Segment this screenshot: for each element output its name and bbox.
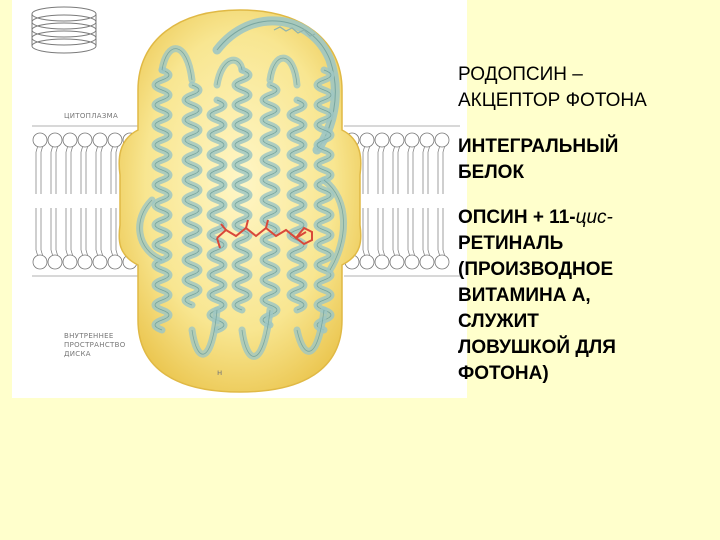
intradisc-label-2: ПРОСТРАНСТВО (64, 341, 126, 349)
caption-integral-line-2: БЕЛОК (458, 162, 525, 183)
caption-rhodopsin-line-1: РОДОПСИН – (458, 64, 583, 85)
cytoplasm-label: ЦИТОПЛАЗМА (64, 112, 119, 120)
caption-integral-protein: ИНТЕГРАЛЬНЫЙ БЕЛОК (458, 134, 714, 186)
disc-stack-icon (31, 6, 97, 54)
caption-opsin-bold: ОПСИН + 11- (458, 207, 576, 228)
caption-opsin-line-4: ВИТАМИНА А, (458, 285, 591, 306)
caption-integral-line-1: ИНТЕГРАЛЬНЫЙ (458, 136, 619, 157)
rhodopsin-diagram: н (31, 6, 460, 393)
n-terminus-squiggle (273, 26, 316, 37)
caption-rhodopsin-line-2: АКЦЕПТОР ФОТОНА (458, 90, 647, 111)
caption-opsin-line-7: ФОТОНА) (458, 363, 549, 384)
intradisc-label-3: ДИСКА (64, 350, 91, 358)
caption-rhodopsin: РОДОПСИН – АКЦЕПТОР ФОТОНА (458, 62, 714, 114)
retinal-molecule (216, 219, 313, 249)
membrane-right (344, 125, 460, 277)
caption-opsin-line-3: (ПРОИЗВОДНОЕ (458, 259, 614, 280)
caption-opsin-italic: цис- (575, 207, 613, 228)
caption-opsin-line-5: СЛУЖИТ (458, 311, 539, 332)
caption-opsin-retinal: ОПСИН + 11-цис- РЕТИНАЛЬ (ПРОИЗВОДНОЕ ВИ… (458, 205, 714, 387)
c-terminus-mark: н (217, 368, 222, 377)
caption-opsin-line-1: ОПСИН + 11-цис- (458, 205, 714, 231)
caption-opsin-line-6: ЛОВУШКОЙ ДЛЯ (458, 337, 616, 358)
transmembrane-helices (136, 45, 347, 360)
caption-opsin-line-2: РЕТИНАЛЬ (458, 233, 564, 254)
intradisc-label-1: ВНУТРЕННЕЕ (64, 332, 114, 340)
rhodopsin-figure: н ЦИТОПЛАЗМА ВНУТРЕННЕЕ ПРОСТРАНСТВО ДИС… (12, 0, 467, 398)
